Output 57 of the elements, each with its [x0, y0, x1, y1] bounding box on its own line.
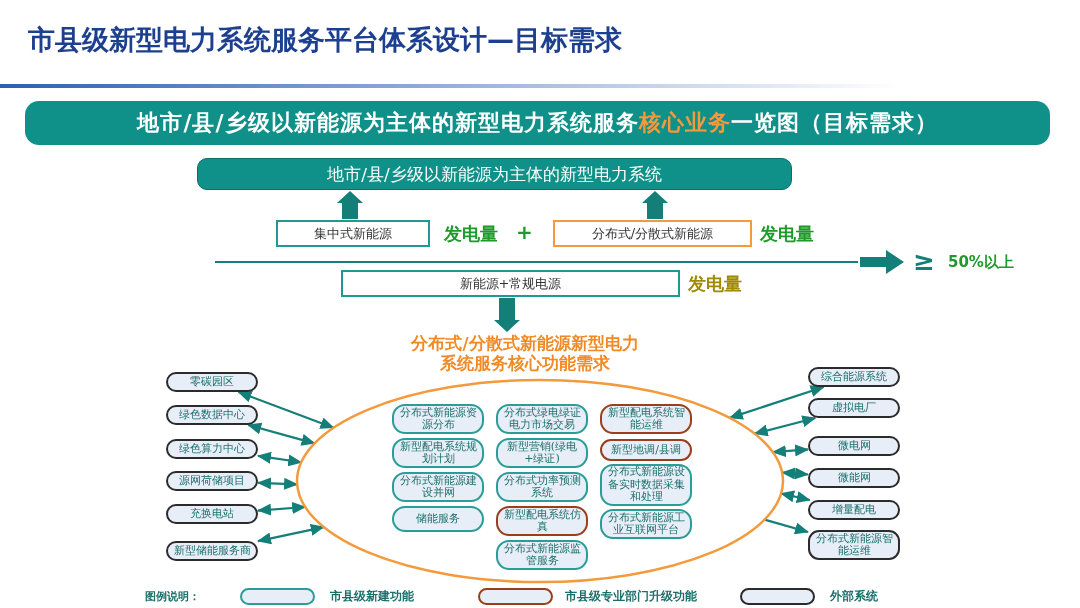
quantity-label: 发电量 [444, 222, 498, 246]
heading-banner: 地市/县/乡级以新能源为主体的新型电力系统服务核心业务一览图（目标需求） [25, 101, 1050, 145]
system-pill: 充换电站 [166, 504, 258, 524]
arrow [257, 477, 299, 490]
arrow [237, 390, 335, 429]
arrow [753, 415, 817, 437]
quantity-label: 发电量 [688, 272, 742, 296]
function-pill: 分布式新能源资源分布 [392, 404, 484, 434]
arrow [257, 502, 307, 516]
system-pill: 分布式新能源智能运维 [808, 530, 900, 560]
function-pill: 分布式绿电绿证电力市场交易 [496, 404, 588, 434]
function-pill: 新型配电系统智能运维 [600, 404, 692, 434]
function-pill: 分布式功率预测系统 [496, 472, 588, 502]
system-pill: 绿色数据中心 [166, 405, 258, 425]
arrow [728, 385, 825, 420]
system-pill: 绿色算力中心 [166, 439, 258, 459]
source-box: 分布式/分散式新能源 [553, 220, 752, 247]
section-heading: 分布式/分散式新能源新型电力系统服务核心功能需求 [360, 333, 690, 375]
arrow [247, 422, 316, 446]
system-pill: 微能网 [808, 468, 900, 488]
quantity-label: 发电量 [760, 222, 814, 246]
system-pill: 微电网 [808, 436, 900, 456]
function-pill: 分布式新能源设备实时数据采集和处理 [600, 464, 692, 506]
arrow [257, 523, 325, 545]
function-pill: 分布式新能源监管服务 [496, 540, 588, 570]
system-pill: 源网荷储项目 [166, 471, 258, 491]
block-arrow [642, 191, 668, 219]
function-pill: 新型地调/县调 [600, 439, 692, 461]
function-pill: 分布式新能源建设并网 [392, 472, 484, 502]
function-pill: 新型配电系统规划计划 [392, 438, 484, 468]
arrow [764, 518, 809, 535]
function-pill: 储能服务 [392, 506, 484, 532]
block-arrow [337, 191, 363, 219]
system-pill: 虚拟电厂 [808, 398, 900, 418]
system-pill: 综合能源系统 [808, 367, 900, 387]
source-box: 新能源+常规电源 [341, 270, 680, 297]
system-pill: 零碳园区 [166, 372, 258, 392]
arrow [771, 444, 809, 458]
comparison-sign: ≥ [913, 246, 935, 276]
legend-label: 外部系统 [830, 588, 878, 605]
legend-label: 市县级新建功能 [330, 588, 414, 605]
plus-sign: + [516, 220, 533, 244]
arrow [781, 467, 809, 480]
legend-label: 市县级专业部门升级功能 [565, 588, 697, 605]
system-pill: 新型储能服务商 [166, 541, 258, 561]
function-pill: 新型配电系统仿真 [496, 506, 588, 536]
function-pill: 分布式新能源工业互联网平台 [600, 509, 692, 539]
system-pill: 增量配电 [808, 500, 900, 520]
arrow [257, 451, 303, 467]
source-box: 集中式新能源 [276, 220, 430, 247]
system-banner: 地市/县/乡级以新能源为主体的新型电力系统 [197, 158, 792, 190]
block-arrow [494, 298, 520, 332]
function-pill: 新型营销(绿电+绿证) [496, 438, 588, 468]
arrow [780, 490, 811, 503]
percentage-label: 50%以上 [948, 253, 1014, 272]
slide-title: 市县级新型电力系统服务平台体系设计—目标需求 [28, 23, 622, 57]
legend-heading: 图例说明： [145, 589, 200, 604]
